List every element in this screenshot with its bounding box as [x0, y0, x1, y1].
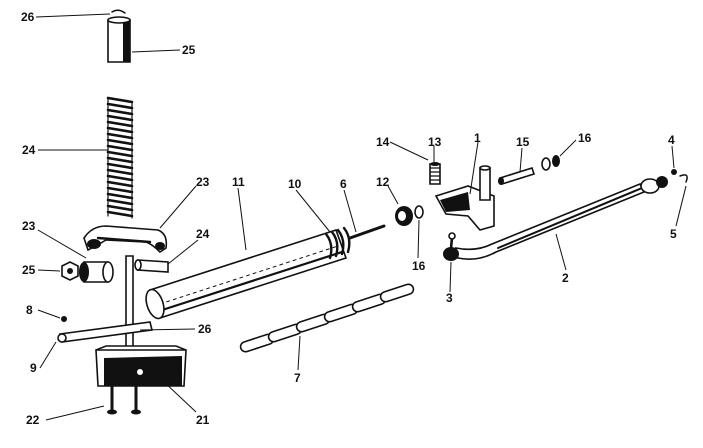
- callout-labels: 26 25 24 23 11 10 6 23 24 25 8 26 9 22 2…: [21, 10, 677, 427]
- part-2-linkage-rod: [454, 176, 668, 260]
- part-17-housing: [95, 345, 187, 387]
- callout-4: 4: [668, 133, 675, 147]
- part-16-washer-lower: [414, 205, 424, 219]
- callout-13: 13: [428, 135, 442, 149]
- part-25-sleeve: [107, 16, 131, 63]
- callout-21: 25: [22, 263, 36, 277]
- callout-25: 25: [182, 43, 196, 57]
- part-21-nut: [61, 261, 79, 281]
- callout-7: 7: [294, 371, 301, 385]
- leader-lines: [35, 13, 687, 421]
- callout-6: 6: [340, 177, 347, 191]
- part-24-spring: [106, 96, 134, 219]
- part-13-bolt: [429, 162, 441, 185]
- callout-14: 14: [376, 135, 390, 149]
- part-11-tube: [145, 229, 348, 320]
- part-26-clip: [111, 9, 126, 14]
- vertical-rod: [125, 255, 134, 357]
- part-23-lever: [83, 225, 168, 254]
- part-8-bolt: [61, 316, 67, 322]
- callout-8: 8: [26, 303, 33, 317]
- callout-26: 26: [21, 10, 35, 24]
- callout-11: 11: [232, 175, 245, 189]
- callout-20: 24: [196, 227, 210, 241]
- callout-9: 9: [30, 361, 37, 375]
- part-19-bushing: [79, 261, 114, 283]
- part-1-bracket: [434, 165, 495, 231]
- callout-16-upper: 16: [578, 131, 592, 145]
- part-12-bushing: [395, 206, 413, 226]
- callout-17: 21: [196, 413, 210, 427]
- part-10-spring: [324, 226, 351, 260]
- part-4-clip: [671, 169, 677, 175]
- part-22-link: [57, 321, 153, 343]
- callout-3: 3: [446, 291, 453, 305]
- part-3-ball-joint: [443, 232, 459, 261]
- part-20-pin: [134, 259, 169, 273]
- callout-22: 26: [198, 322, 212, 336]
- part-5-spring-clip: [679, 174, 688, 183]
- callout-10: 10: [288, 177, 302, 191]
- callout-1: 1: [474, 131, 481, 145]
- callout-23: 23: [196, 175, 210, 189]
- callout-18: 22: [26, 413, 40, 427]
- callout-5: 5: [670, 227, 677, 241]
- callout-19: 23: [22, 219, 36, 233]
- part-7-chain: [239, 283, 415, 353]
- part-18-bolts: [107, 384, 141, 415]
- callout-15: 15: [516, 135, 530, 149]
- callout-2: 2: [562, 271, 569, 285]
- callout-24: 24: [22, 143, 36, 157]
- part-15-pin: [498, 167, 536, 185]
- callout-16-lower: 16: [412, 259, 426, 273]
- callout-12: 12: [376, 175, 390, 189]
- part-6-rod: [348, 224, 386, 240]
- part-16-washer-upper: [541, 155, 560, 171]
